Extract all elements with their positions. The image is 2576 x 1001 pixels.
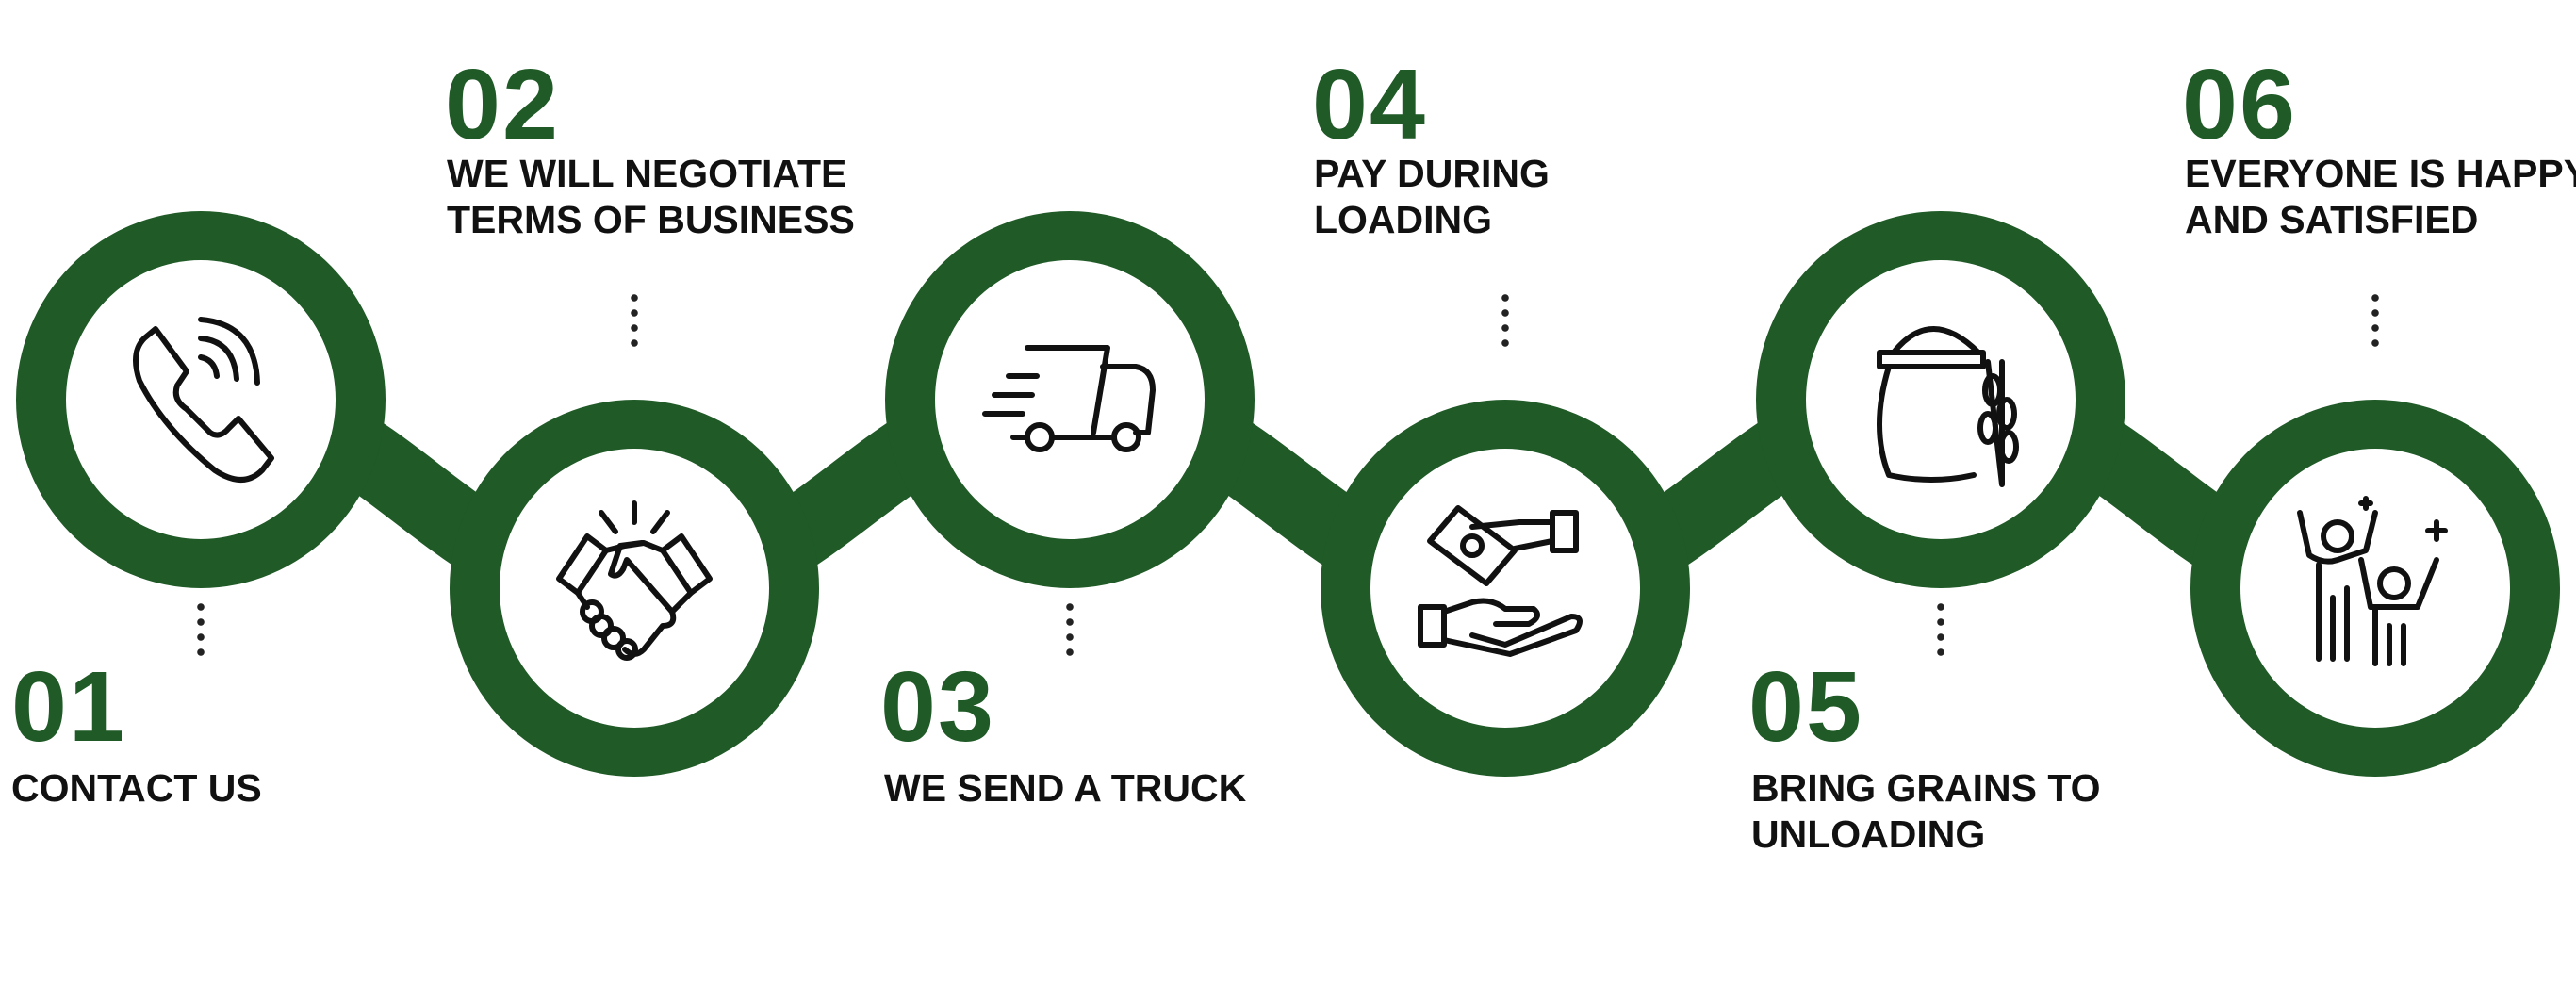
step-number-5: 05	[1748, 651, 1863, 763]
step-circle-5	[1806, 260, 2076, 539]
step-label-line: WE SEND A TRUCK	[884, 766, 1247, 810]
step-label-line: TERMS OF BUSINESS	[447, 198, 855, 241]
happy-people-icon	[2272, 484, 2479, 692]
dotted-leader-6	[2371, 290, 2379, 351]
step-circle-4	[1370, 449, 1640, 728]
dotted-leader-1	[197, 599, 205, 660]
step-circle-1	[66, 260, 336, 539]
step-circle-2	[500, 449, 769, 728]
step-number-4: 04	[1312, 49, 1427, 160]
step-label-line: UNLOADING	[1751, 812, 1986, 856]
step-label-3: WE SEND A TRUCK	[884, 765, 1246, 812]
step-label-line: CONTACT US	[11, 766, 262, 810]
step-circle-3	[935, 260, 1205, 539]
dotted-leader-2	[631, 290, 638, 351]
step-label-line: BRING GRAINS TO	[1751, 766, 2101, 810]
truck-icon	[966, 296, 1173, 503]
phone-icon	[97, 296, 304, 503]
step-label-line: LOADING	[1314, 198, 1493, 241]
handshake-icon	[531, 484, 738, 692]
dotted-leader-4	[1501, 290, 1509, 351]
step-label-1: CONTACT US	[11, 765, 262, 812]
step-label-line: WE WILL NEGOTIATE	[447, 152, 847, 195]
dotted-leader-5	[1937, 599, 1944, 660]
step-number-2: 02	[445, 49, 560, 160]
step-number-6: 06	[2182, 49, 2297, 160]
step-label-line: PAY DURING	[1314, 152, 1550, 195]
step-label-line: EVERYONE IS HAPPY	[2185, 152, 2576, 195]
step-number-1: 01	[11, 651, 126, 763]
payment-icon	[1402, 484, 1609, 692]
dotted-leader-3	[1066, 599, 1074, 660]
grain-sack-icon	[1837, 296, 2044, 503]
step-number-3: 03	[880, 651, 995, 763]
step-circle-6	[2240, 449, 2510, 728]
step-label-line: AND SATISFIED	[2185, 198, 2479, 241]
